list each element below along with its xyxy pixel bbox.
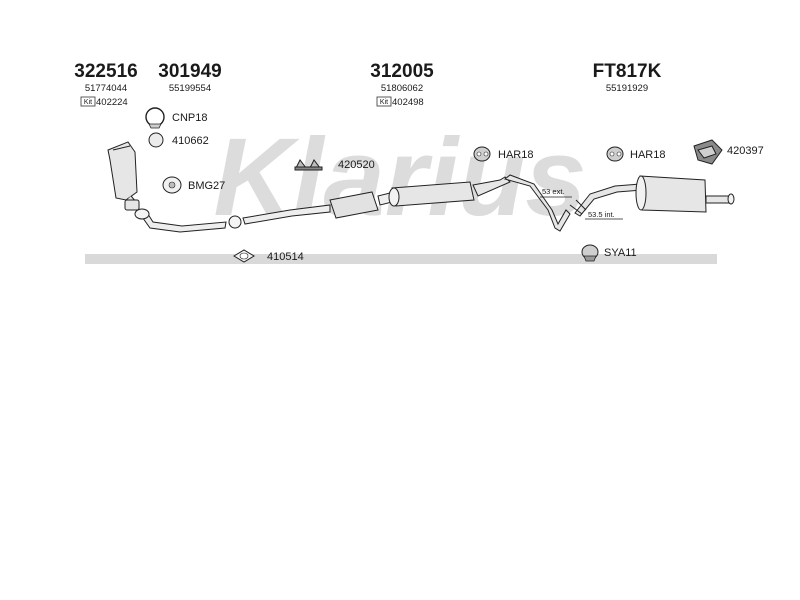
part-410662: 410662 [172,135,209,147]
ring-icon [148,132,164,148]
kit-label: Kit [84,99,92,106]
header-group-4: FT817K 55191929 [593,61,662,94]
clamp-icon [145,107,165,129]
kit-number: 402498 [392,97,424,108]
part-420520: 420520 [338,159,375,171]
part-number-322516: 322516 [74,61,137,82]
exhaust-mount-icon [693,139,723,165]
part-number-ft817k: FT817K [593,61,662,82]
dimension-int: 53.5 int. [588,210,615,219]
middle-silencer [388,174,571,232]
oe-number: 51806062 [381,83,423,94]
part-cnp18: CNP18 [172,112,207,124]
oe-number: 51774044 [85,83,127,94]
header-group-3: 312005 51806062 Kit 402498 [370,61,434,108]
centre-pipe [242,191,393,225]
oe-number: 55199554 [169,83,211,94]
part-sya11: SYA11 [604,247,637,259]
header-group-1: 322516 51774044 Kit 402224 [74,61,137,108]
clamp-icon [581,244,599,262]
rear-silencer [569,175,735,217]
header-group-2: 301949 55199554 [158,61,221,94]
kit-number: 402224 [96,97,128,108]
part-har18-b: HAR18 [630,149,665,161]
part-number-301949: 301949 [158,61,221,82]
bolt-icon [162,176,182,194]
kit-label: Kit [380,99,388,106]
hanger-icon [294,159,323,171]
gasket-icon [233,249,255,263]
dimension-ext: 53 ext. [542,187,565,196]
rubber-mount-icon [606,146,624,162]
rubber-mount-icon [473,146,491,162]
oe-number: 55191929 [606,83,648,94]
part-har18-a: HAR18 [498,149,533,161]
kit-box [80,96,96,107]
part-number-312005: 312005 [370,61,434,82]
front-pipe [134,208,242,233]
part-420397: 420397 [727,145,764,157]
watermark-baseline [85,254,717,264]
part-bmg27: BMG27 [188,180,225,192]
catalytic-converter [107,141,140,211]
part-410514: 410514 [267,251,304,263]
brand-watermark: Klarius [214,116,587,239]
kit-box [376,96,392,107]
